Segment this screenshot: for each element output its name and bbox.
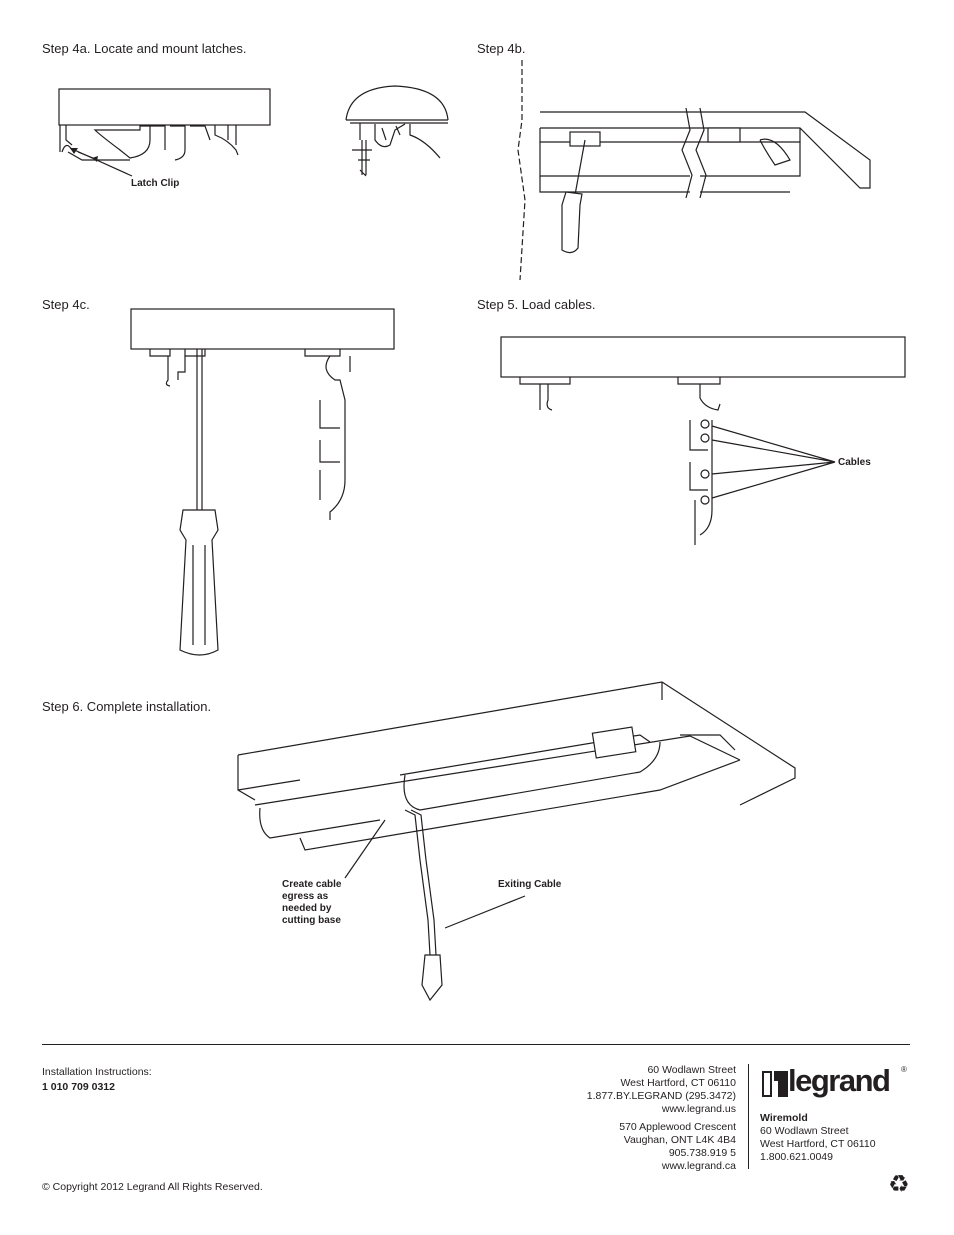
registered-mark-icon: ® [901, 1065, 907, 1074]
create-cable-label: Create cable egress as needed by cutting… [282, 879, 342, 926]
us-address: 60 Wodlawn Street West Hartford, CT 0611… [586, 1064, 736, 1115]
cables-label: Cables [838, 457, 871, 468]
step-6-heading: Step 6. Complete installation. [42, 699, 212, 714]
legrand-mark-icon [762, 1071, 788, 1097]
legrand-wordmark: legrand [788, 1063, 891, 1098]
footer-divider [42, 1044, 910, 1045]
footer-vertical-divider [748, 1064, 749, 1169]
exiting-cable-label: Exiting Cable [498, 879, 562, 890]
instructions-label: Installation Instructions: [42, 1066, 152, 1078]
step-4c-heading: Step 4c. [42, 297, 90, 312]
step-4b-heading: Step 4b. [477, 41, 526, 56]
copyright: © Copyright 2012 Legrand All Rights Rese… [42, 1181, 263, 1193]
step-5-heading: Step 5. Load cables. [477, 297, 596, 312]
ca-address: 570 Applewood Crescent Vaughan, ONT L4K … [619, 1121, 736, 1172]
wiremold-address: Wiremold 60 Wodlawn Street West Hartford… [760, 1112, 876, 1163]
step-4a-heading: Step 4a. Locate and mount latches. [42, 41, 247, 56]
latch-clip-label: Latch Clip [131, 178, 180, 189]
doc-number: 1 010 709 0312 [42, 1081, 115, 1093]
recycle-icon: ♻ [888, 1170, 910, 1198]
